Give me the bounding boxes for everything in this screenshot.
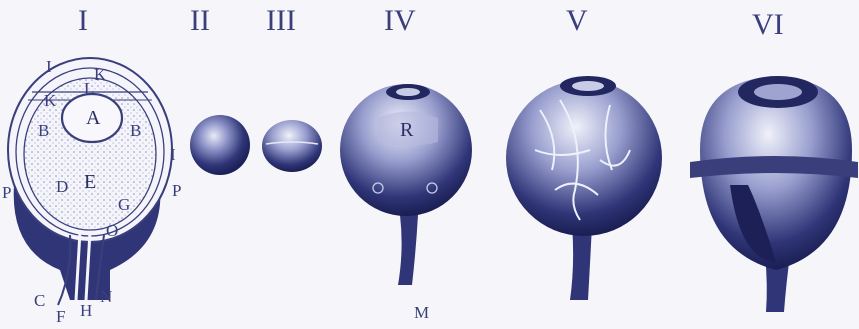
optic-nerve-stalk — [398, 215, 418, 285]
pupil — [572, 81, 604, 91]
label-O: O — [106, 221, 118, 240]
figure-1-eye-section: I K L K A B B D E G O P P I C F H N — [2, 57, 181, 326]
figure-numeral-5: V — [566, 4, 588, 37]
label-F: F — [56, 307, 65, 326]
eyeball — [340, 84, 472, 216]
eyeball — [506, 80, 662, 236]
pupil — [754, 84, 802, 100]
optic-nerve-stalk — [570, 225, 592, 300]
label-P-right: P — [172, 181, 181, 200]
figure-numeral-6: VI — [752, 8, 784, 41]
label-H: H — [80, 301, 92, 320]
label-I-right: I — [170, 145, 176, 164]
label-K-top: K — [94, 65, 107, 84]
figure-4-eyeball: R M — [340, 84, 472, 322]
label-B-left: B — [38, 121, 49, 140]
figure-numeral-2: II — [190, 4, 210, 37]
label-N: N — [100, 287, 112, 306]
label-G: G — [118, 195, 130, 214]
label-C: C — [34, 291, 45, 310]
lens-flattened — [262, 120, 322, 172]
label-M: M — [414, 303, 429, 322]
label-E: E — [84, 171, 96, 193]
label-B-right: B — [130, 121, 141, 140]
figure-3-lens — [262, 120, 322, 172]
label-R: R — [400, 119, 414, 141]
label-P-left: P — [2, 183, 11, 202]
label-K-left: K — [44, 91, 57, 110]
figure-numeral-3: III — [266, 4, 296, 37]
pupil — [396, 88, 420, 96]
label-D: D — [56, 177, 68, 196]
label-A: A — [86, 107, 101, 129]
lens-sphere — [190, 115, 250, 175]
figure-numeral-1: I — [78, 4, 88, 37]
figure-6-eyeball-dissected — [690, 76, 858, 312]
label-I: I — [46, 57, 52, 76]
figure-2-sphere — [190, 115, 250, 175]
figure-numeral-4: IV — [384, 4, 416, 37]
label-L: L — [84, 79, 94, 98]
figure-5-eyeball-vessels — [506, 76, 662, 300]
